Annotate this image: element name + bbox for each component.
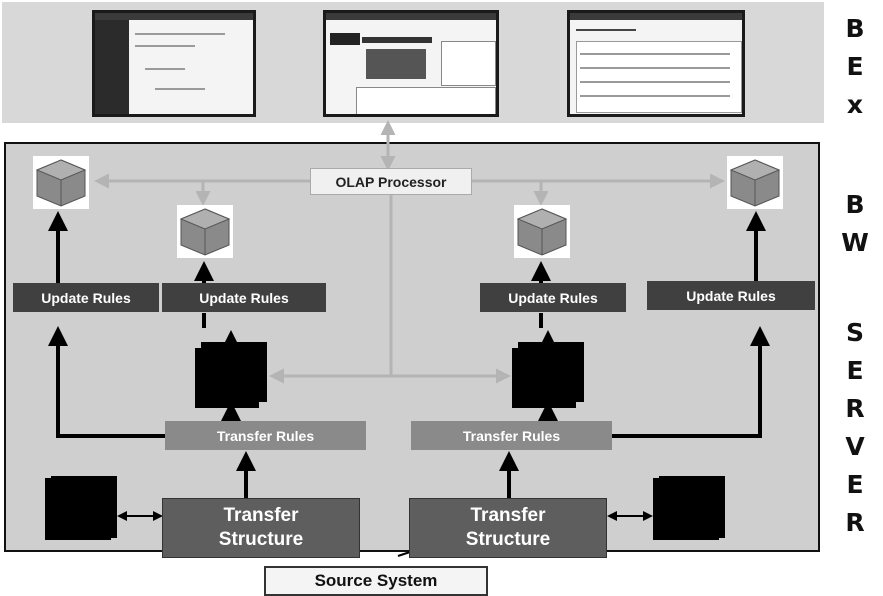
server-letter: E [846, 470, 864, 499]
transfer-rules-box: Transfer Rules [411, 421, 612, 450]
server-letter: V [845, 432, 865, 461]
bex-screenshot-1 [92, 10, 256, 117]
bw-letter: B [845, 190, 865, 219]
source-system-box: Source System [264, 566, 488, 596]
bex-screenshot-2 [323, 10, 499, 117]
transfer-rules-box: Transfer Rules [165, 421, 366, 450]
cube-graphic-icon [516, 208, 568, 256]
update-rules-box: Update Rules [480, 283, 626, 312]
server-letter: E [846, 356, 864, 385]
transfer-structure-box: Transfer Structure [409, 498, 607, 558]
olap-processor-box: OLAP Processor [310, 168, 472, 195]
infocube-icon [727, 156, 783, 209]
cube-graphic-icon [179, 208, 231, 256]
server-letter: R [845, 508, 865, 537]
update-rules-box: Update Rules [647, 281, 815, 310]
transfer-structure-box: Transfer Structure [162, 498, 360, 558]
infocube-icon [514, 205, 570, 258]
ods-object-block [201, 342, 267, 402]
bw-letter: W [841, 228, 869, 257]
infocube-icon [177, 205, 233, 258]
update-rules-box: Update Rules [13, 283, 159, 312]
infocube-icon [33, 156, 89, 209]
cube-graphic-icon [35, 159, 87, 207]
bex-letter: B [845, 14, 865, 43]
server-letter: R [845, 394, 865, 423]
cube-graphic-icon [729, 159, 781, 207]
datasource-block [51, 476, 117, 538]
bex-screenshot-3 [567, 10, 745, 117]
update-rules-box: Update Rules [162, 283, 326, 312]
bex-letter: E [846, 52, 864, 81]
bex-letter: x [846, 90, 864, 119]
datasource-block [659, 476, 725, 538]
server-letter: S [845, 318, 864, 347]
ods-object-block [518, 342, 584, 402]
